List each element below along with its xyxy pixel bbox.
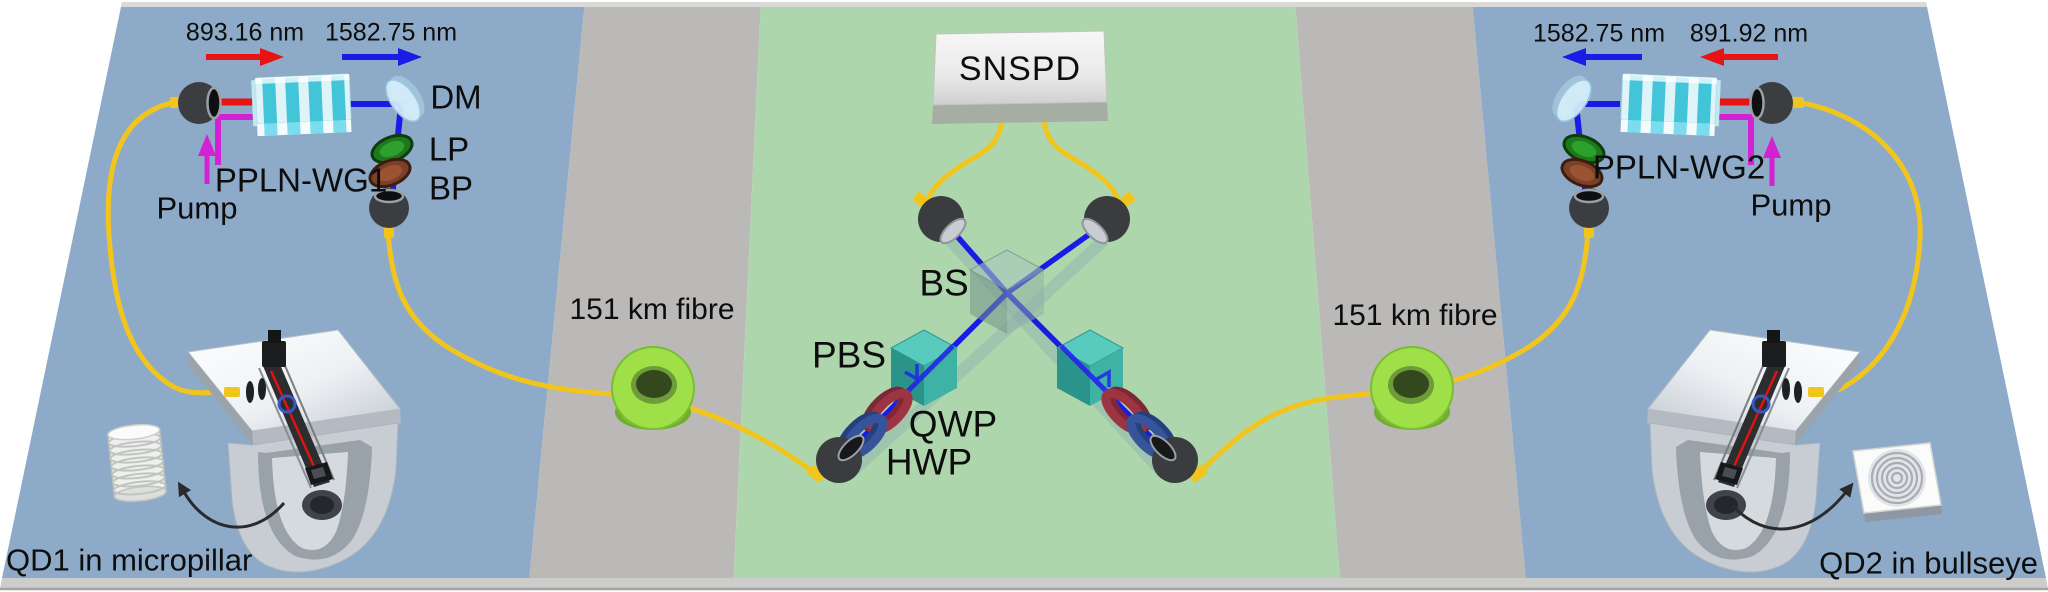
dichroic-mirror-right bbox=[1552, 75, 1592, 122]
arrow-to-bullseye bbox=[1730, 482, 1854, 531]
bsm-station bbox=[806, 30, 1208, 483]
snspd-box bbox=[932, 30, 1108, 124]
qfc-station-right bbox=[1552, 48, 1804, 238]
beam-shadow-left bbox=[847, 235, 1109, 477]
collimator-qd2-output bbox=[1569, 188, 1609, 238]
table-back-rim bbox=[119, 2, 1929, 7]
snspd-fibres bbox=[924, 109, 1122, 206]
micropillar-inset bbox=[107, 423, 167, 503]
collimator-bsm-top-right bbox=[1081, 191, 1136, 245]
zone-right-blue bbox=[1472, 2, 2046, 578]
beamsplitter-cube bbox=[968, 249, 1046, 334]
longpass-filter-left bbox=[370, 133, 414, 165]
fibre-spool-right bbox=[1370, 346, 1454, 430]
bandpass-filter-left bbox=[368, 157, 412, 189]
qfc-station-left bbox=[170, 48, 425, 238]
ppln-wg1-crystal bbox=[251, 73, 352, 137]
fibre-qd1-to-bsm bbox=[385, 229, 819, 477]
bullseye-inset bbox=[1852, 442, 1942, 522]
fibre-spool-left bbox=[611, 346, 695, 430]
dichroic-mirror-left bbox=[385, 75, 425, 122]
pbs-cube-left bbox=[889, 329, 959, 406]
fibre-qd1-pump-loop bbox=[105, 99, 231, 396]
table-front-edge bbox=[0, 578, 2048, 589]
beam-pump-right bbox=[1718, 114, 1754, 165]
zone-left-gray bbox=[528, 2, 761, 578]
collimator-bsm-bottom-right bbox=[1149, 434, 1208, 483]
collimator-qd2-input bbox=[1749, 82, 1804, 124]
collimator-bsm-bottom-left bbox=[806, 434, 865, 483]
zone-right-gray bbox=[1295, 2, 1527, 578]
ppln-wg2-crystal bbox=[1620, 73, 1721, 137]
collimator-qd1-output bbox=[369, 188, 409, 238]
arrow-to-micropillar bbox=[177, 481, 286, 529]
collimator-bsm-top-left bbox=[912, 191, 967, 245]
bandpass-filter-right bbox=[1560, 157, 1604, 189]
collimator-qd1-input bbox=[170, 82, 222, 124]
